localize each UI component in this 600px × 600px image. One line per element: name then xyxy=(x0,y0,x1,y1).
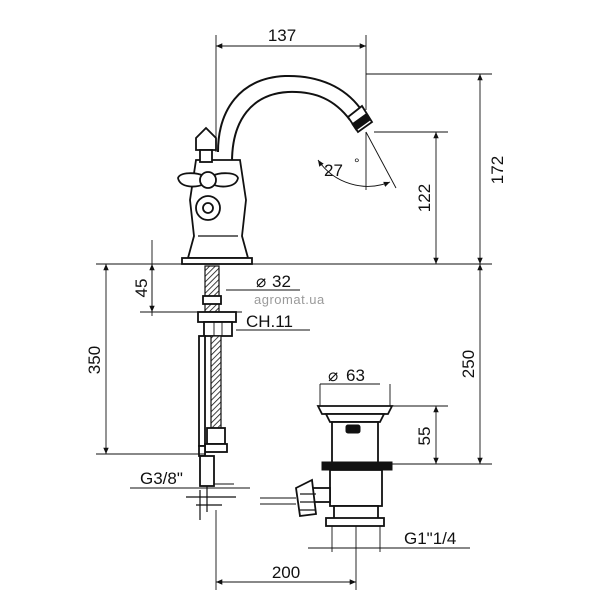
waste-thread-label: G1"1/4 xyxy=(404,529,456,548)
watermark: agromat.ua xyxy=(254,292,325,307)
hose-connection-label: G3/8" xyxy=(140,469,183,488)
shank-length-label: 45 xyxy=(132,279,151,298)
dimension-labels: 137 172 122 27 ° ⌀ 32 agromat.ua 45 CH.1… xyxy=(85,26,507,582)
supply-assembly xyxy=(197,265,237,512)
hex-nut-label: CH.11 xyxy=(246,312,293,331)
hose-length-label: 350 xyxy=(85,346,104,374)
svg-text:⌀: ⌀ xyxy=(328,366,338,385)
spout-reach-label: 137 xyxy=(268,26,296,45)
svg-text:63: 63 xyxy=(346,366,365,385)
spout-height-label: 122 xyxy=(415,184,434,212)
spout-angle-label: 27 ° xyxy=(324,155,360,180)
svg-text:⌀: ⌀ xyxy=(256,272,266,291)
svg-text:°: ° xyxy=(354,155,360,171)
pop-up-rod xyxy=(186,490,296,520)
rod-length-label: 200 xyxy=(272,563,300,582)
waste-diameter-label: ⌀ 63 xyxy=(328,366,365,385)
pop-up-waste xyxy=(295,405,394,527)
base-diameter-label: ⌀ 32 xyxy=(256,272,291,291)
dimension-lines xyxy=(96,35,492,590)
below-deck-label: 250 xyxy=(459,350,478,378)
total-height-label: 172 xyxy=(488,156,507,184)
faucet-body xyxy=(177,74,374,265)
waste-height-label: 55 xyxy=(415,427,434,446)
svg-text:32: 32 xyxy=(272,272,291,291)
svg-text:27: 27 xyxy=(324,161,343,180)
